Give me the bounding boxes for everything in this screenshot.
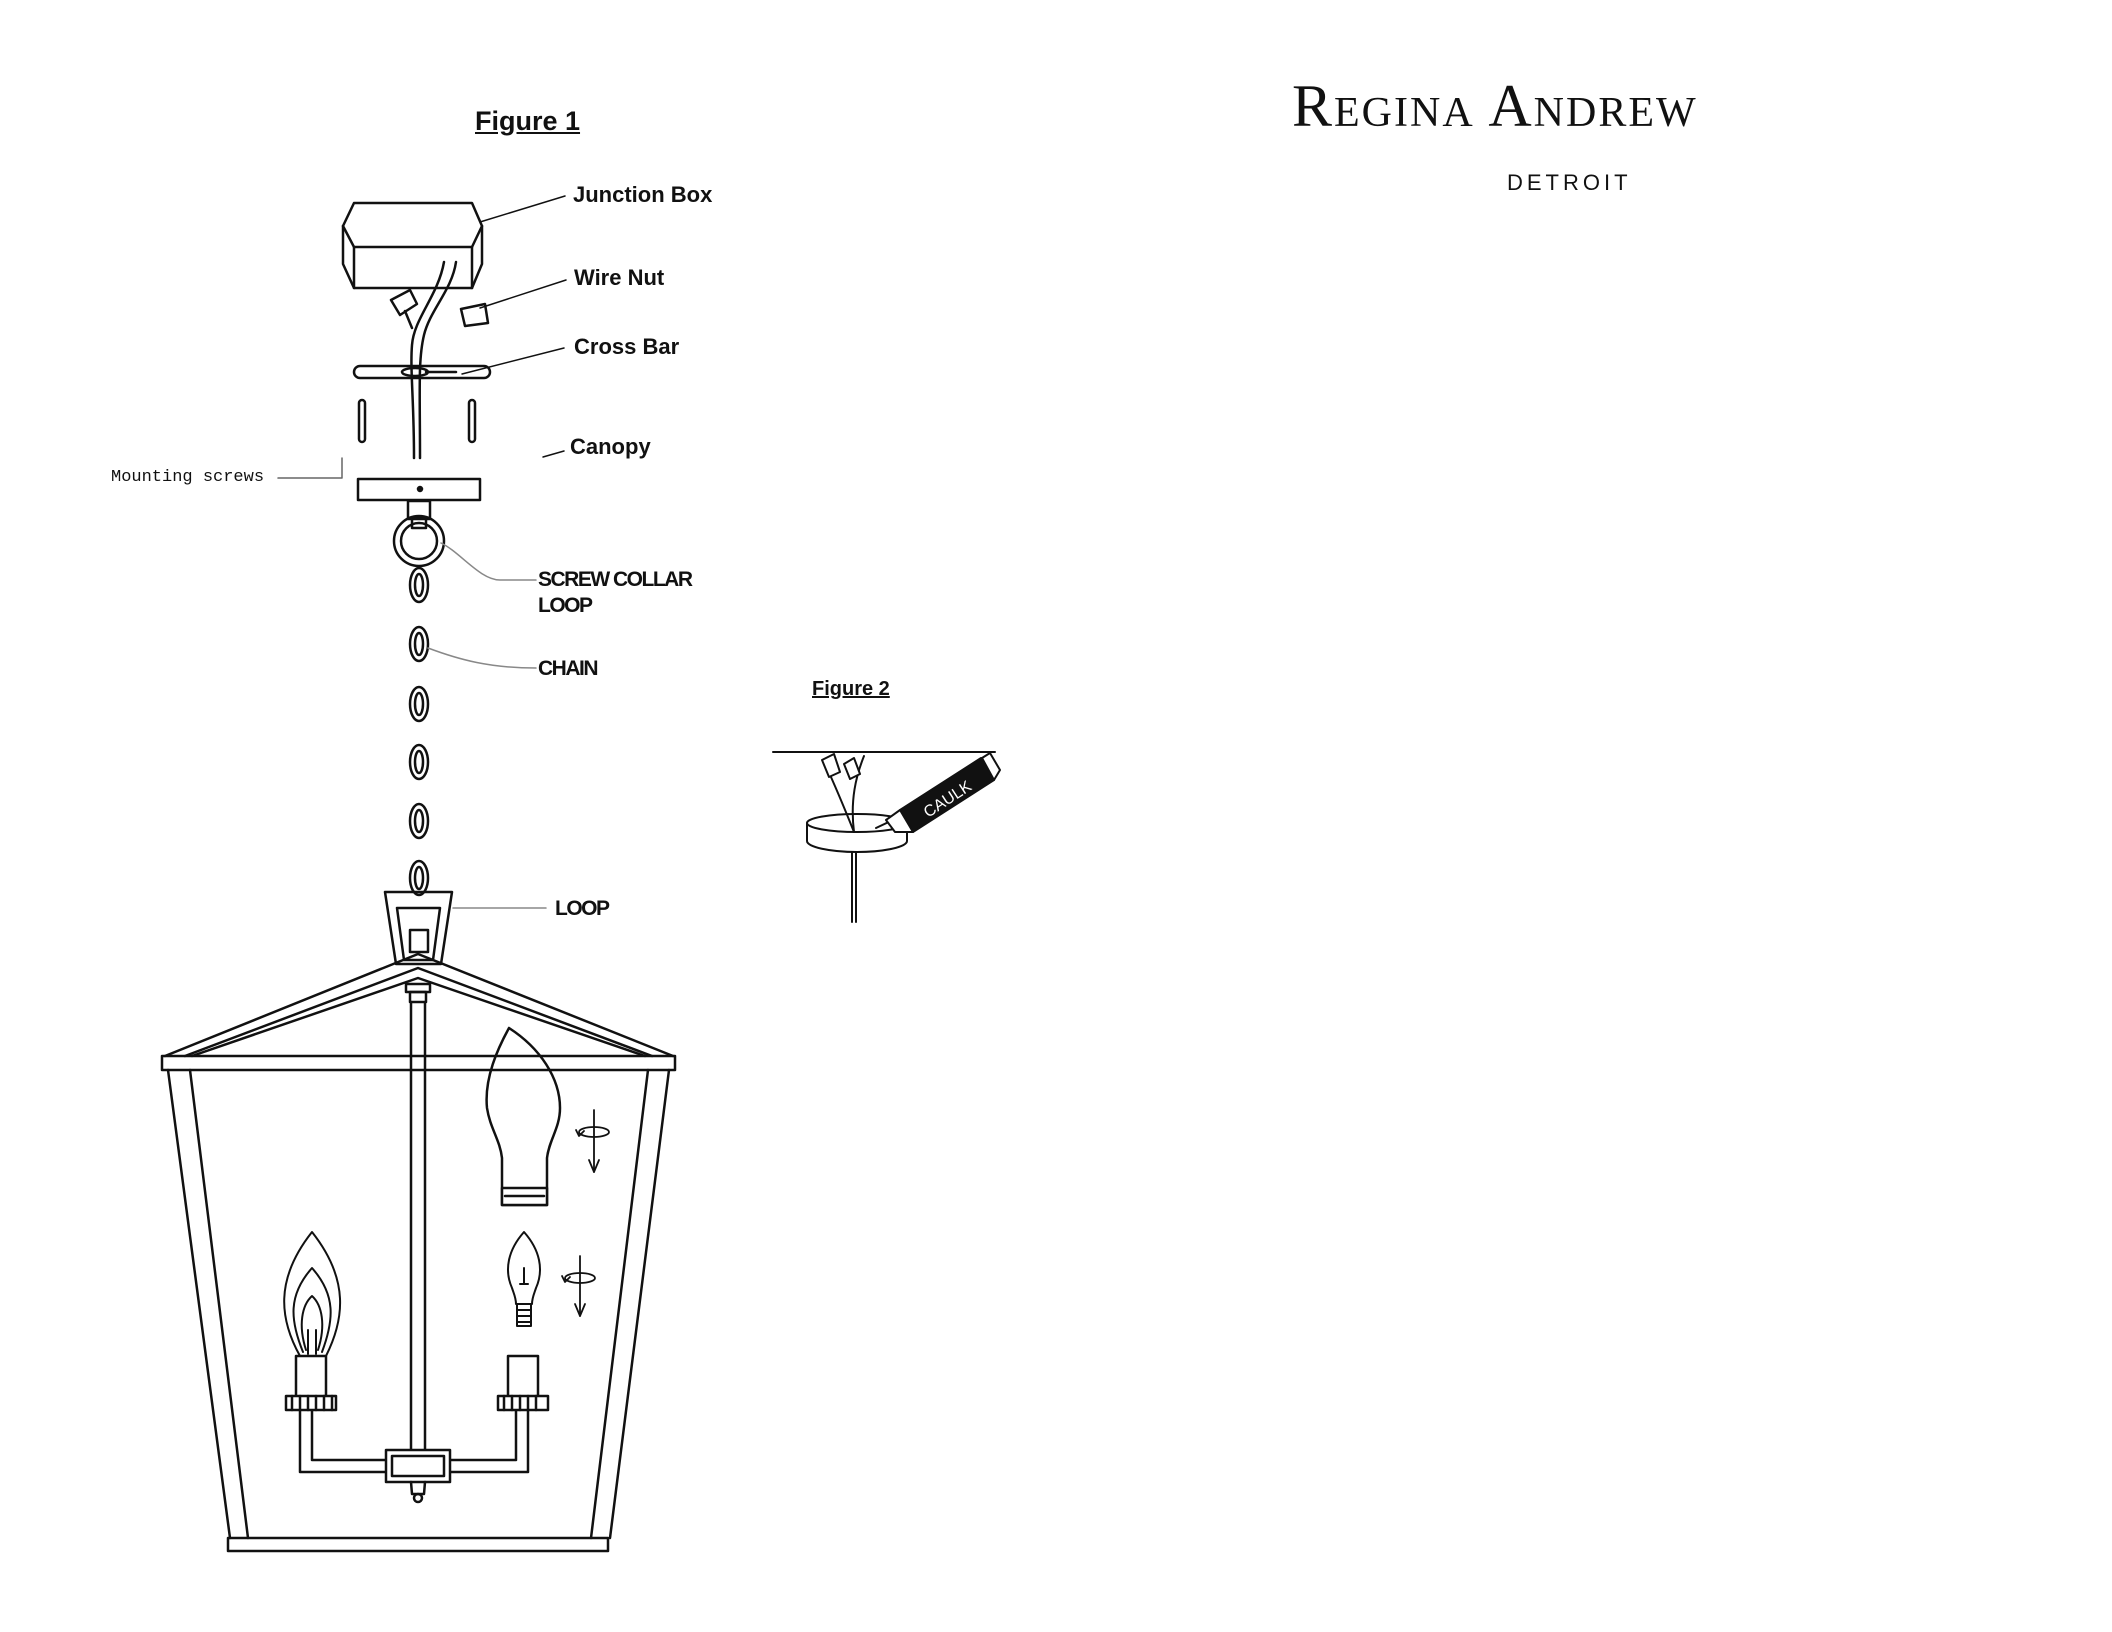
label-mounting-screws: Mounting screws bbox=[111, 468, 264, 487]
figure1-title: Figure 1 bbox=[475, 106, 580, 137]
center-rod bbox=[406, 984, 430, 1452]
junction-box bbox=[343, 203, 482, 288]
candle-sleeve bbox=[487, 1028, 560, 1205]
leader-lines bbox=[278, 196, 566, 908]
right-candle-socket bbox=[498, 1356, 548, 1410]
label-canopy: Canopy bbox=[570, 434, 651, 460]
brand-location: DETROIT bbox=[1507, 170, 1632, 196]
mounting-screws-graphic bbox=[359, 400, 475, 442]
label-screw-collar-line2: LOOP bbox=[538, 593, 692, 619]
screw-collar-loop bbox=[394, 501, 444, 566]
label-chain: CHAIN bbox=[538, 656, 597, 682]
figure2-title: Figure 2 bbox=[812, 678, 890, 701]
wires bbox=[411, 262, 456, 458]
left-bulb bbox=[284, 1232, 340, 1356]
label-cross-bar: Cross Bar bbox=[574, 334, 679, 360]
rotation-arrow-icon bbox=[576, 1110, 609, 1172]
candle-arms bbox=[300, 1410, 528, 1502]
rotation-arrow-icon bbox=[562, 1256, 595, 1316]
wire-nut-left bbox=[391, 290, 417, 328]
brand-logo: Regina Andrew bbox=[1292, 72, 1698, 141]
chain bbox=[410, 568, 428, 895]
canopy bbox=[358, 479, 480, 500]
label-screw-collar-loop: SCREW COLLAR LOOP bbox=[538, 567, 692, 619]
label-wire-nut: Wire Nut bbox=[574, 265, 664, 291]
label-loop: LOOP bbox=[555, 896, 609, 922]
label-screw-collar-line1: SCREW COLLAR bbox=[538, 567, 692, 593]
loose-bulb bbox=[508, 1232, 540, 1326]
lantern-roof bbox=[162, 954, 675, 1070]
left-candle-socket bbox=[286, 1356, 336, 1410]
label-junction-box: Junction Box bbox=[573, 182, 712, 208]
